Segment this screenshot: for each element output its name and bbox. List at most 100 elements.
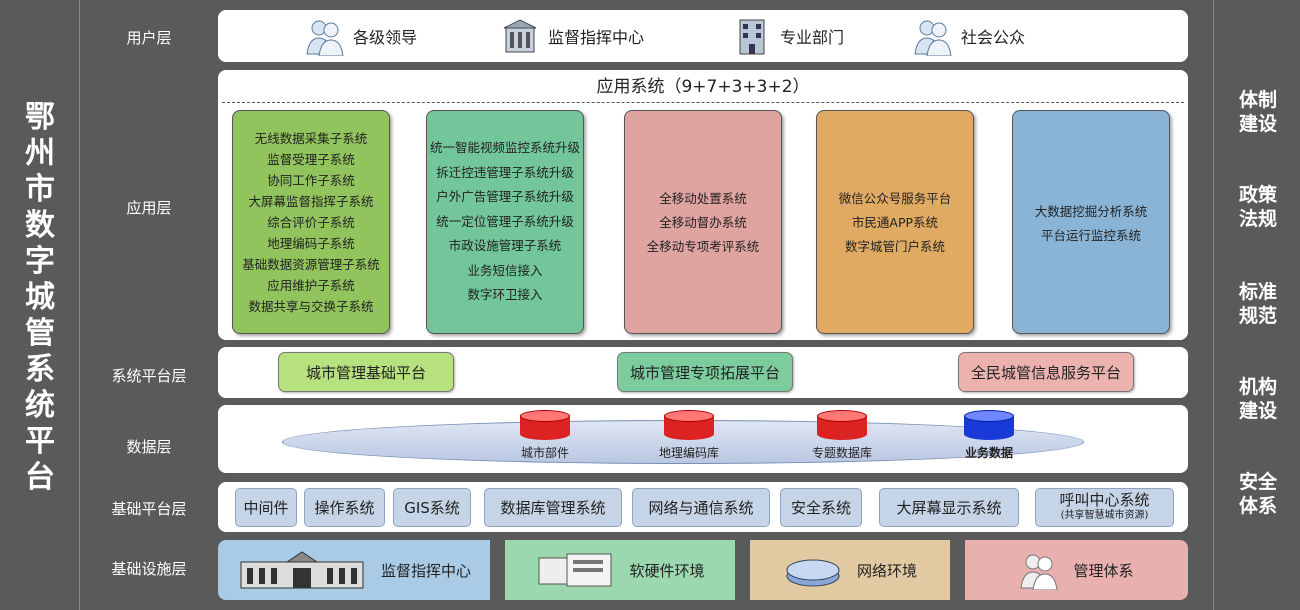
title-char: 平 bbox=[25, 424, 55, 459]
right-line: 体系 bbox=[1238, 495, 1277, 517]
app-item: 全移动处置系统 bbox=[659, 191, 747, 206]
user-command-center: 监督指挥中心 bbox=[500, 10, 644, 62]
app-item: 业务短信接入 bbox=[467, 262, 543, 278]
title-char: 鄂 bbox=[25, 100, 55, 135]
right-line: 体制 bbox=[1238, 89, 1277, 111]
right-item: 机构建设 bbox=[1218, 375, 1298, 423]
infra-management: 管理体系 bbox=[965, 540, 1188, 600]
infra-hardware: 软硬件环境 bbox=[505, 540, 735, 600]
office-icon bbox=[739, 19, 765, 55]
app-item: 拆迁控违管理子系统升级 bbox=[436, 164, 574, 180]
base-item: 操作系统 bbox=[304, 488, 385, 527]
base-item: GIS系统 bbox=[393, 488, 471, 527]
app-box-core: 无线数据采集子系统监督受理子系统协同工作子系统大屏幕监督指挥子系统综合评价子系统… bbox=[232, 110, 390, 334]
right-line: 法规 bbox=[1238, 208, 1277, 230]
app-item: 市民通APP系统 bbox=[851, 215, 939, 230]
user-departments: 专业部门 bbox=[732, 10, 844, 62]
title-char: 管 bbox=[25, 316, 55, 351]
title-char: 系 bbox=[25, 352, 55, 387]
app-item: 统一智能视频监控系统升级 bbox=[429, 140, 580, 156]
user-label: 监督指挥中心 bbox=[548, 28, 645, 47]
app-item: 平台运行监控系统 bbox=[1040, 228, 1141, 243]
database-label: 业务数据 bbox=[964, 446, 1013, 460]
app-box-upgrade: 统一智能视频监控系统升级拆迁控违管理子系统升级户外广告管理子系统升级统一定位管理… bbox=[426, 110, 584, 334]
app-item: 统一定位管理子系统升级 bbox=[436, 213, 574, 229]
layer-label-user: 用户层 bbox=[126, 29, 172, 47]
infra-label: 软硬件环境 bbox=[629, 561, 705, 580]
app-item: 户外广告管理子系统升级 bbox=[436, 189, 574, 205]
title-char: 市 bbox=[25, 172, 55, 207]
user-label: 专业部门 bbox=[780, 28, 845, 47]
app-item: 全移动专项考评系统 bbox=[646, 239, 760, 254]
infra-command-center: 监督指挥中心 bbox=[218, 540, 490, 600]
base-item: 中间件 bbox=[235, 488, 297, 527]
database-icon bbox=[520, 410, 570, 444]
app-item: 无线数据采集子系统 bbox=[254, 130, 368, 146]
platform-extension: 城市管理专项拓展平台 bbox=[617, 352, 793, 392]
infra-label: 管理体系 bbox=[1073, 561, 1134, 580]
app-item: 微信公众号服务平台 bbox=[838, 191, 952, 206]
data-ellipse bbox=[282, 420, 1084, 464]
title-char: 数 bbox=[25, 208, 55, 243]
building-icon bbox=[240, 551, 364, 589]
title-char: 台 bbox=[25, 460, 55, 495]
base-item: 安全系统 bbox=[780, 488, 862, 527]
layer-label-base-platform: 基础平台层 bbox=[111, 500, 187, 518]
title-char: 字 bbox=[25, 244, 55, 279]
app-item: 大数据挖掘分析系统 bbox=[1034, 204, 1148, 219]
server-icon bbox=[538, 553, 612, 587]
right-line: 建设 bbox=[1238, 400, 1277, 422]
divider bbox=[222, 102, 1184, 103]
people-icon bbox=[914, 20, 952, 56]
app-item: 监督受理子系统 bbox=[267, 151, 355, 167]
platform-basic: 城市管理基础平台 bbox=[278, 352, 454, 392]
app-item: 地理编码子系统 bbox=[267, 235, 355, 251]
title-char: 城 bbox=[25, 280, 55, 315]
app-item: 应用维护子系统 bbox=[267, 277, 355, 293]
app-item: 基础数据资源管理子系统 bbox=[242, 256, 380, 272]
right-line: 建设 bbox=[1238, 113, 1277, 135]
user-label: 社会公众 bbox=[961, 28, 1026, 47]
base-item-call-center: 呼叫中心系统(共享智慧城市资源) bbox=[1035, 488, 1174, 527]
right-item: 安全体系 bbox=[1218, 470, 1298, 518]
app-item: 数字城管门户系统 bbox=[844, 239, 945, 254]
platform-title: 鄂州市数字城管系统平台 bbox=[18, 100, 62, 496]
app-item: 综合评价子系统 bbox=[267, 214, 355, 230]
right-item: 体制建设 bbox=[1218, 88, 1298, 136]
layer-label-data: 数据层 bbox=[126, 438, 172, 456]
infra-label: 网络环境 bbox=[856, 561, 917, 580]
title-char: 州 bbox=[25, 136, 55, 171]
right-line: 标准 bbox=[1238, 281, 1277, 303]
layer-label-platform: 系统平台层 bbox=[111, 367, 187, 385]
app-item: 数字环卫接入 bbox=[467, 287, 543, 303]
base-item-note: (共享智慧城市资源) bbox=[1060, 509, 1149, 521]
people-icon bbox=[306, 20, 344, 56]
user-label: 各级领导 bbox=[353, 28, 418, 47]
right-item: 标准规范 bbox=[1218, 280, 1298, 328]
app-item: 数据共享与交换子系统 bbox=[248, 298, 374, 314]
database-icon bbox=[817, 410, 867, 444]
divider bbox=[1213, 0, 1214, 610]
infra-label: 监督指挥中心 bbox=[380, 561, 471, 580]
database-icon bbox=[664, 410, 714, 444]
database-label: 专题数据库 bbox=[811, 446, 872, 460]
network-icon bbox=[786, 559, 840, 587]
user-public: 社会公众 bbox=[913, 10, 1025, 62]
divider bbox=[79, 0, 80, 610]
app-box-public: 微信公众号服务平台市民通APP系统数字城管门户系统 bbox=[816, 110, 974, 334]
right-line: 政策 bbox=[1238, 184, 1277, 206]
title-char: 统 bbox=[25, 388, 55, 423]
platform-public-service: 全民城管信息服务平台 bbox=[958, 352, 1134, 392]
building-icon bbox=[503, 19, 537, 53]
base-item-label: 呼叫中心系统 bbox=[1059, 490, 1150, 509]
layer-label-app: 应用层 bbox=[126, 199, 172, 217]
app-item: 市政设施管理子系统 bbox=[448, 238, 562, 254]
app-item: 大屏幕监督指挥子系统 bbox=[248, 193, 374, 209]
base-item: 大屏幕显示系统 bbox=[879, 488, 1019, 527]
layer-label-infra: 基础设施层 bbox=[111, 560, 187, 578]
base-item: 数据库管理系统 bbox=[484, 488, 622, 527]
database-icon bbox=[964, 410, 1014, 444]
app-item: 全移动督办系统 bbox=[659, 215, 747, 230]
right-line: 安全 bbox=[1238, 471, 1277, 493]
database-label: 城市部件 bbox=[520, 446, 569, 460]
